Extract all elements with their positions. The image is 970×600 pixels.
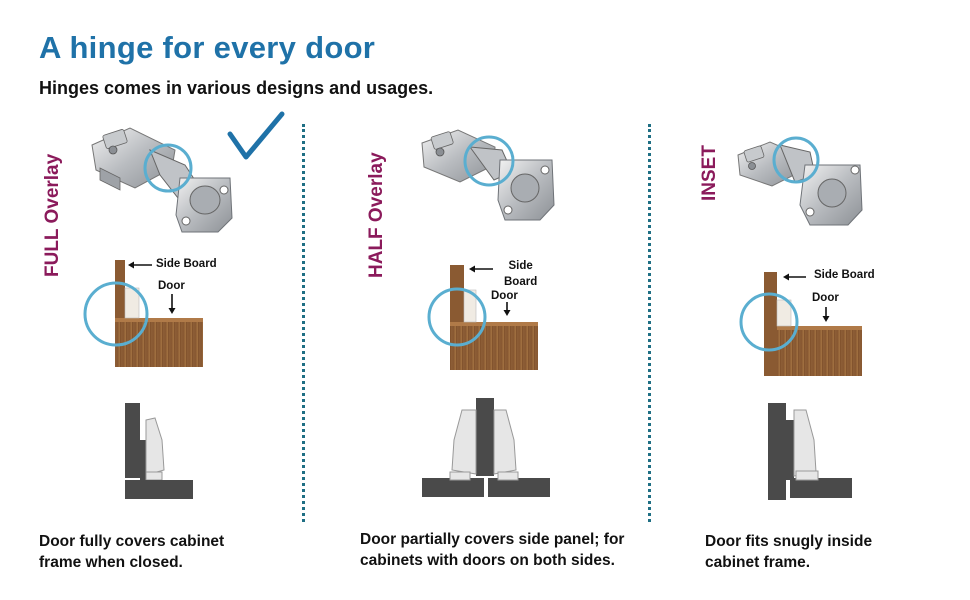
page-title: A hinge for every door <box>39 30 376 65</box>
schematic-half-overlay <box>422 398 550 497</box>
description-half-overlay: Door partially covers side panel; for ca… <box>360 531 625 569</box>
door-label-full: Door <box>158 280 185 292</box>
column-divider-2 <box>648 124 651 522</box>
description-full-overlay: Door fully covers cabinet frame when clo… <box>39 533 225 571</box>
door-label-half: Door <box>491 290 518 302</box>
column-divider-1 <box>302 124 305 522</box>
side-board-label-half: Side Board <box>504 260 538 288</box>
description-inset: Door fits snugly inside cabinet frame. <box>705 533 873 571</box>
hinge-photo-full-overlay <box>91 127 233 233</box>
hinge-photo-inset <box>737 136 863 226</box>
checkmark-icon <box>227 111 285 160</box>
hinge-photo-half-overlay <box>421 129 555 221</box>
side-board-label-inset: Side Board <box>814 269 875 281</box>
schematic-full-overlay <box>125 403 193 499</box>
door-label-inset: Door <box>812 292 839 304</box>
door-diagram-half-overlay <box>427 265 538 370</box>
side-board-label-full: Side Board <box>156 258 217 270</box>
page-subtitle: Hinges comes in various designs and usag… <box>39 78 434 98</box>
schematic-inset <box>768 403 852 500</box>
door-diagram-inset <box>739 272 862 376</box>
door-diagram-full-overlay <box>83 260 203 367</box>
